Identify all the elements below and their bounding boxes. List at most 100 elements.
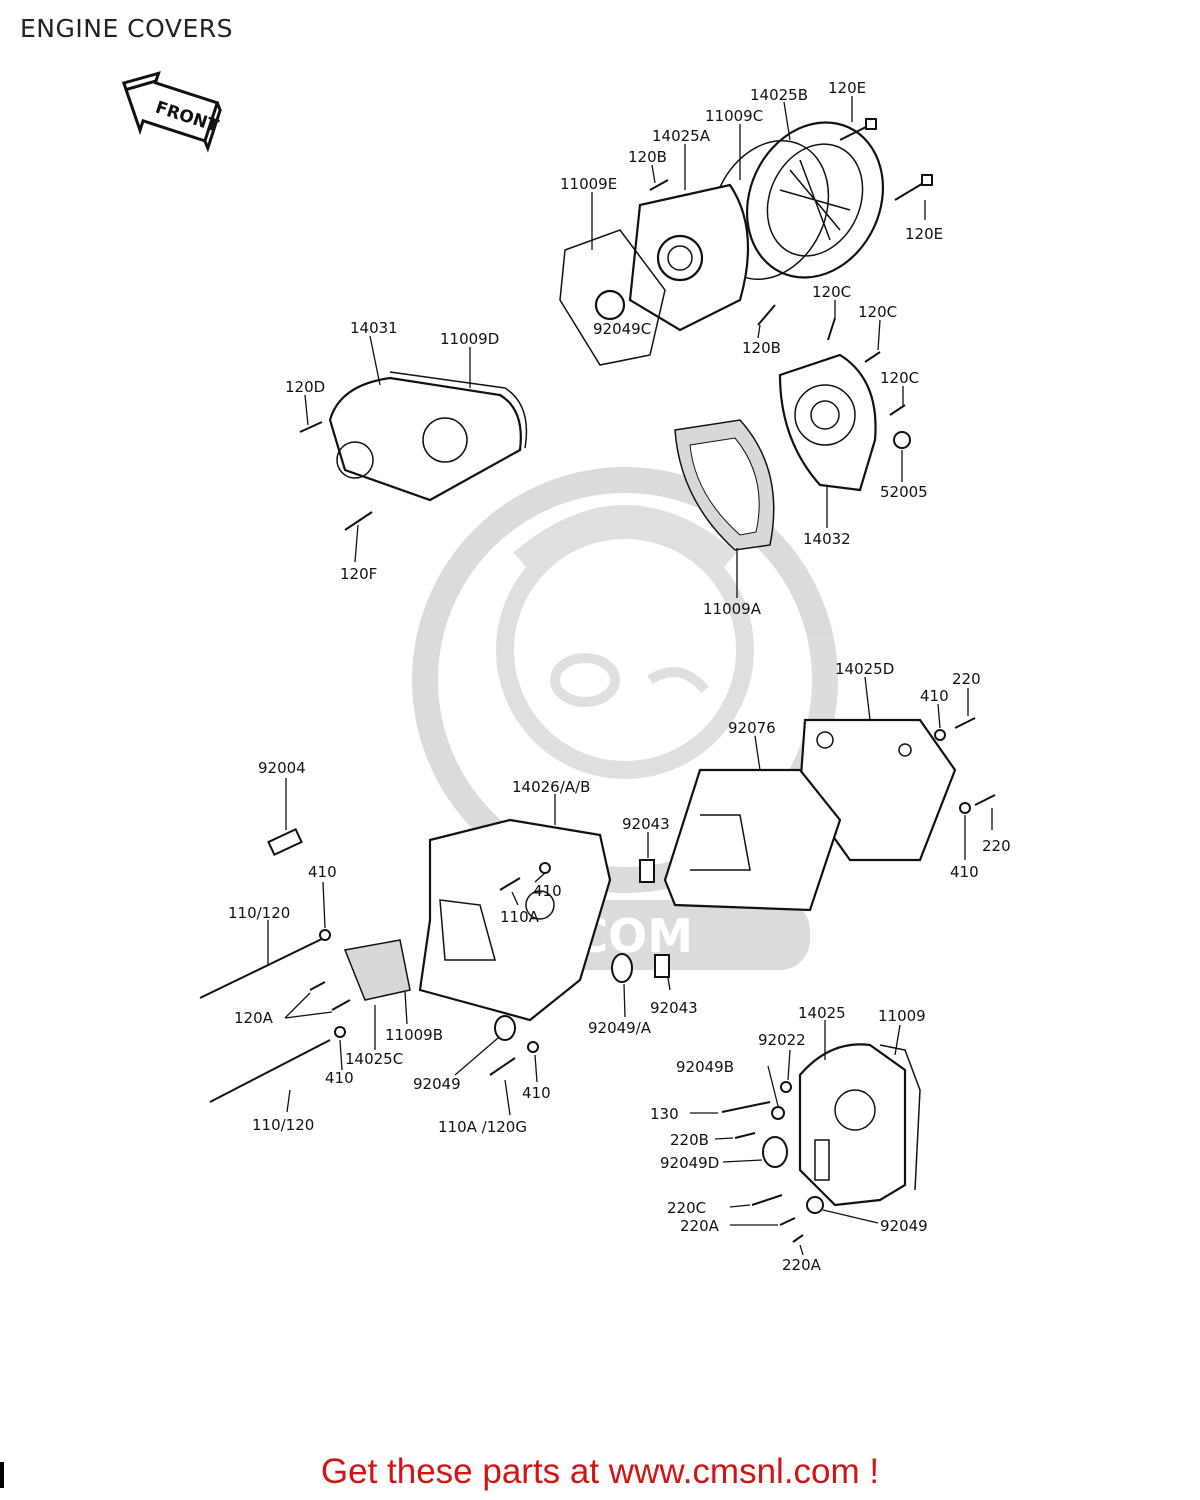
label-120E-top: 120E (828, 79, 866, 97)
bolt-220A-2 (792, 1234, 804, 1243)
label-14025B: 14025B (750, 86, 808, 104)
bolt-220-mid (974, 794, 996, 806)
label-220-top: 220 (952, 670, 981, 688)
bolt-120E-right (894, 174, 933, 201)
part-14025-cover (798, 1043, 907, 1207)
part-52005-plug (893, 431, 911, 449)
part-14032-cover (778, 353, 877, 492)
label-120C-1: 120C (812, 283, 851, 301)
part-11009B-gasket (343, 939, 411, 1001)
part-14031-cover (328, 376, 522, 502)
part-92076-gasket (663, 768, 842, 912)
bolt-120C-1 (827, 317, 836, 341)
label-410-bot: 410 (522, 1084, 551, 1102)
label-92043-top: 92043 (622, 815, 670, 833)
label-120D: 120D (285, 378, 325, 396)
label-14025A: 14025A (652, 127, 711, 145)
label-120A: 120A (234, 1009, 274, 1027)
label-410-left: 410 (308, 863, 337, 881)
label-220C: 220C (667, 1199, 706, 1217)
label-92076: 92076 (728, 719, 776, 737)
seal-92049D (762, 1136, 788, 1168)
bolt-110A (499, 877, 521, 891)
part-number-labels: 14025B 120E 11009C 14025A 120B 11009E 12… (228, 79, 1011, 1274)
bolt-110-120-bot (209, 1039, 331, 1103)
label-92043-low: 92043 (650, 999, 698, 1017)
label-220-mid: 220 (982, 837, 1011, 855)
seal-92049-A (611, 953, 633, 983)
label-110-120-top: 110/120 (228, 904, 290, 922)
label-92049-A: 92049/A (588, 1019, 652, 1037)
label-14025C: 14025C (345, 1050, 403, 1068)
label-14026: 14026/A/B (512, 778, 590, 796)
label-92049C: 92049C (593, 320, 651, 338)
corner-mark (0, 1462, 4, 1488)
washer-410-low (334, 1026, 346, 1038)
exploded-parts-diagram: .COM FRONT (121, 71, 1011, 1274)
label-120B-mid: 120B (742, 339, 781, 357)
label-110A-120G: 110A /120G (438, 1118, 527, 1136)
label-11009C: 11009C (705, 107, 763, 125)
label-11009: 11009 (878, 1007, 926, 1025)
label-110A: 110A (500, 908, 540, 926)
seal-92049B (771, 1106, 785, 1120)
label-120C-2: 120C (858, 303, 897, 321)
label-410-right: 410 (950, 863, 979, 881)
part-92043-dowel-low (654, 954, 670, 978)
bolt-220B (734, 1132, 756, 1139)
label-410-low: 410 (325, 1069, 354, 1087)
label-110-120-bot: 110/120 (252, 1116, 314, 1134)
bolt-120C-2 (864, 351, 881, 363)
label-92049D: 92049D (660, 1154, 719, 1172)
part-14026-housing (418, 818, 612, 1022)
label-14025D: 14025D (835, 660, 894, 678)
label-120C-3: 120C (880, 369, 919, 387)
page-title: ENGINE COVERS (20, 14, 234, 43)
bolt-120B-top (649, 179, 669, 191)
label-410-top: 410 (920, 687, 949, 705)
bolt-120B-mid (757, 304, 776, 326)
washer-410-right (959, 802, 971, 814)
washer-410-left (319, 929, 331, 941)
label-11009E: 11009E (560, 175, 617, 193)
label-92004: 92004 (258, 759, 306, 777)
label-92049-low: 92049 (413, 1075, 461, 1093)
washer-410-bot (527, 1041, 539, 1053)
bolt-220-top (954, 717, 976, 729)
part-14025A-housing (628, 183, 750, 332)
label-220B: 220B (670, 1131, 709, 1149)
washer-92049-right (806, 1196, 824, 1214)
part-92043-dowel-top (639, 859, 655, 883)
bolt-110A-120G (489, 1057, 516, 1076)
label-120F: 120F (340, 565, 377, 583)
bolt-220A-1 (779, 1217, 796, 1226)
label-130: 130 (650, 1105, 679, 1123)
label-120E-right: 120E (905, 225, 943, 243)
label-120B-top: 120B (628, 148, 667, 166)
label-92049B: 92049B (676, 1058, 734, 1076)
bolt-220C (751, 1194, 783, 1206)
part-11009-gasket (879, 1044, 921, 1191)
label-11009D: 11009D (440, 330, 499, 348)
label-14031: 14031 (350, 319, 398, 337)
part-14025B-outer-cover (745, 121, 885, 279)
bolt-120C-3 (889, 404, 906, 416)
part-92004-switch (267, 827, 303, 857)
label-11009B: 11009B (385, 1026, 443, 1044)
label-220A-1: 220A (680, 1217, 720, 1235)
washer-92022 (780, 1081, 792, 1093)
bolt-120E-top (839, 118, 877, 141)
bolt-110-120-top (199, 934, 331, 999)
leader-lines (267, 96, 993, 1256)
front-arrow-icon: FRONT (121, 71, 222, 153)
bolt-120D (299, 421, 323, 433)
label-14025: 14025 (798, 1004, 846, 1022)
label-14032: 14032 (803, 530, 851, 548)
bolt-130 (721, 1101, 771, 1113)
part-11009A-gasket (674, 419, 775, 551)
part-11009E-gasket (559, 229, 666, 366)
label-92022: 92022 (758, 1031, 806, 1049)
washer-410-top (934, 729, 946, 741)
footer-link-text[interactable]: Get these parts at www.cmsnl.com ! (320, 1452, 880, 1491)
